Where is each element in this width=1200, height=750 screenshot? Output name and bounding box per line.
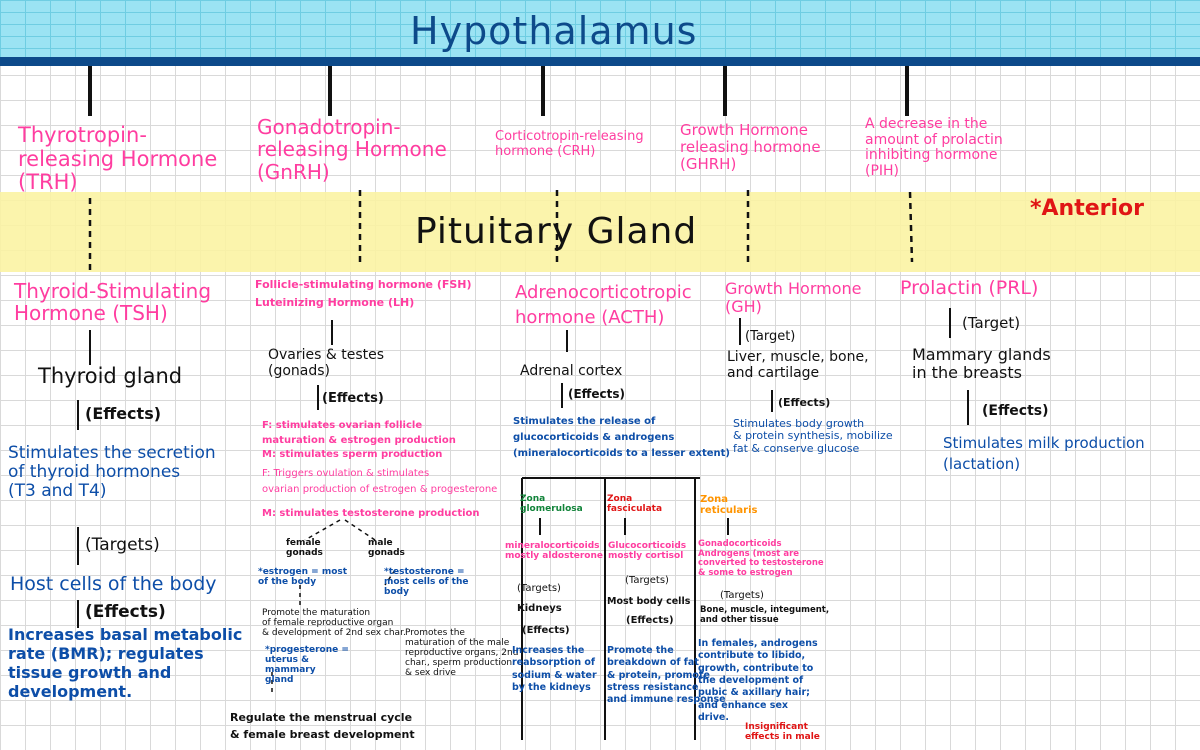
adrenal-stimulates: Stimulates the release of glucocorticoid… xyxy=(513,416,730,459)
fsh-female-effect: F: stimulates ovarian follicle maturatio… xyxy=(262,420,456,446)
gh-effects: (Effects) xyxy=(778,396,831,409)
adrenal-targets-3: (Targets) xyxy=(720,590,764,601)
insignificant-effects: Insignificant effects in male xyxy=(745,722,820,743)
thyroid-effects-1: (Effects) xyxy=(85,404,162,423)
anterior-note: *Anterior xyxy=(1030,196,1144,221)
glucocorticoids: Glucocorticoids mostly cortisol xyxy=(608,541,687,562)
gh-label: Growth Hormone (GH) xyxy=(725,279,862,316)
adrenal-cortex: Adrenal cortex xyxy=(520,363,623,379)
zona-fasciculata: Zona fasciculata xyxy=(607,494,663,515)
bone-muscle-tissue: Bone, muscle, integument, and other tiss… xyxy=(700,605,830,625)
gonadocorticoids: Gonadocorticoids Androgens (most are con… xyxy=(698,539,824,578)
hypothalamus-bar xyxy=(0,57,1200,66)
thyroid-effects-2: (Effects) xyxy=(85,602,166,622)
adrenal-effects-1: (Effects) xyxy=(522,625,570,636)
adrenal-targets-1: (Targets) xyxy=(517,583,561,594)
promote-male: Promotes the maturation of the male repr… xyxy=(405,628,519,679)
page-title: Hypothalamus xyxy=(410,9,698,53)
zona-reticularis: Zona reticularis xyxy=(700,494,758,517)
pih-label: A decrease in the amount of prolactin in… xyxy=(865,116,1003,180)
females-androgens: In females, androgens contribute to libi… xyxy=(698,638,818,724)
trh-label: Thyrotropin- releasing Hormone (TRH) xyxy=(18,123,218,195)
kidneys: Kidneys xyxy=(517,603,562,614)
thyroid-increases: Increases basal metabolic rate (BMR); re… xyxy=(8,625,243,701)
thyroid-stimulates: Stimulates the secretion of thyroid horm… xyxy=(8,443,216,502)
header-band xyxy=(0,0,1200,62)
increases-reabsorption: Increases the reabsorption of sodium & w… xyxy=(512,645,597,694)
most-body-cells: Most body cells xyxy=(607,596,691,607)
gnrh-label: Gonadotropin- releasing Hormone (GnRH) xyxy=(257,115,447,184)
pituitary-highlight xyxy=(0,192,1200,272)
acth-label: Adrenocorticotropic hormone (ACTH) xyxy=(515,282,692,329)
thyroid-targets: (Targets) xyxy=(85,535,160,555)
regulate-menstrual: Regulate the menstrual cycle & female br… xyxy=(230,711,415,741)
progesterone-target: *progesterone = uterus & mammary gland xyxy=(265,645,349,686)
adrenal-effects: (Effects) xyxy=(568,387,626,401)
crh-label: Corticotropin-releasing hormone (CRH) xyxy=(495,129,644,159)
mineralocorticoids: mineralocorticoids mostly aldosterone xyxy=(505,541,603,562)
testosterone-target: *testosterone = most cells of the body xyxy=(384,567,469,598)
gonad-effects: (Effects) xyxy=(322,391,384,406)
gh-target: (Target) xyxy=(745,329,796,344)
prl-target: (Target) xyxy=(962,314,1021,332)
ghrh-label: Growth Hormone releasing hormone (GHRH) xyxy=(680,121,821,173)
lh-male-effect: M: stimulates testosterone production xyxy=(262,508,480,519)
prl-label: Prolactin (PRL) xyxy=(900,277,1039,299)
prl-stimulates: Stimulates milk production (lactation) xyxy=(943,434,1145,473)
adrenal-effects-2: (Effects) xyxy=(626,615,674,626)
fsh-lh-label: Follicle-stimulating hormone (FSH) Lutei… xyxy=(255,278,472,309)
gh-stimulates: Stimulates body growth & protein synthes… xyxy=(733,417,893,455)
estrogen-target: *estrogen = most of the body xyxy=(258,567,348,588)
fsh-male-effect: M: stimulates sperm production xyxy=(262,449,443,460)
promote-breakdown: Promote the breakdown of fat & protein, … xyxy=(607,645,726,706)
zona-glomerulosa: Zona glomerulosa xyxy=(520,494,583,515)
adrenal-targets-2: (Targets) xyxy=(625,575,669,586)
thyroid-host-cells: Host cells of the body xyxy=(10,573,217,595)
prl-effects: (Effects) xyxy=(982,403,1049,419)
lh-female-effect: F: Triggers ovulation & stimulates ovari… xyxy=(262,468,498,495)
promote-female: Promote the maturation of female reprodu… xyxy=(262,608,406,639)
tsh-label: Thyroid-Stimulating Hormone (TSH) xyxy=(14,279,212,326)
thyroid-gland: Thyroid gland xyxy=(38,364,183,388)
gh-liver-muscle: Liver, muscle, bone, and cartilage xyxy=(727,349,869,381)
pituitary-label: Pituitary Gland xyxy=(415,211,698,252)
male-gonads: male gonads xyxy=(368,538,405,559)
female-gonads: female gonads xyxy=(286,538,323,559)
prl-mammary-glands: Mammary glands in the breasts xyxy=(912,345,1051,382)
ovaries-testes: Ovaries & testes (gonads) xyxy=(268,347,385,379)
